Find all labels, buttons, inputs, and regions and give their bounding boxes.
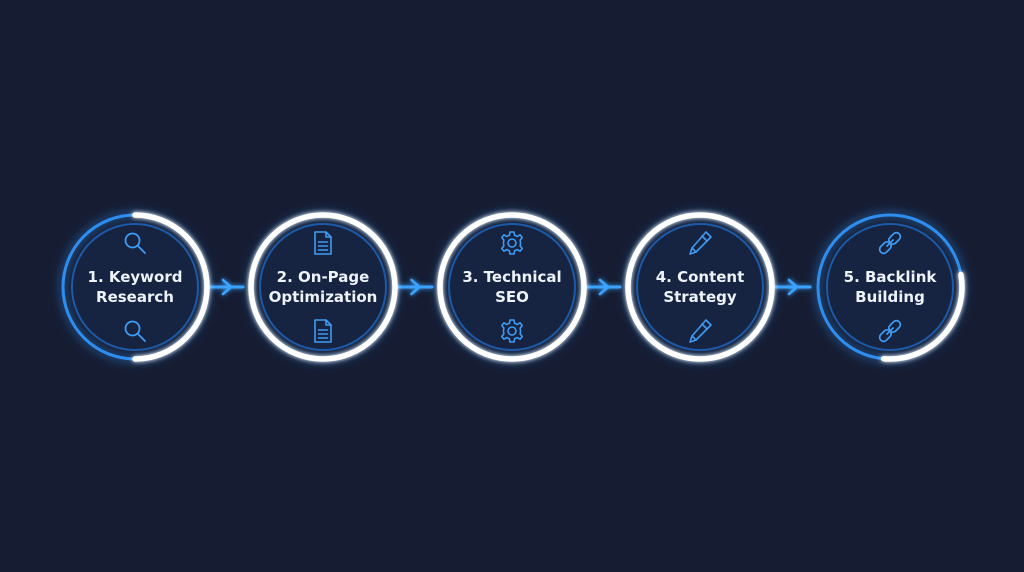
step-progress-arc bbox=[880, 271, 965, 362]
step-label-line-2: Building bbox=[855, 288, 925, 306]
step-progress-arc bbox=[437, 212, 587, 362]
step-label-line-1: 5. Backlink bbox=[844, 268, 938, 286]
step-ring-inner bbox=[448, 223, 576, 351]
step-ring-inner bbox=[636, 223, 764, 351]
connectors bbox=[207, 278, 812, 296]
step-progress-arc bbox=[625, 212, 775, 362]
arrow-right-icon bbox=[221, 278, 233, 296]
step-label-line-1: 3. Technical bbox=[462, 268, 561, 286]
arrow-right-icon bbox=[410, 278, 421, 296]
step-label-line-1: 1. Keyword bbox=[88, 268, 183, 286]
connector-arrow bbox=[395, 278, 434, 296]
arrow-right-icon bbox=[787, 278, 799, 296]
step-progress-arc bbox=[132, 212, 210, 362]
step-ring-inner bbox=[259, 223, 387, 351]
step-label-line-2: Optimization bbox=[269, 288, 378, 306]
step-ring-inner bbox=[71, 223, 199, 351]
step-label-line-2: Research bbox=[96, 288, 174, 306]
connector-arrow bbox=[584, 278, 622, 296]
step-label-line-2: Strategy bbox=[663, 288, 737, 306]
step-ring-inner bbox=[826, 223, 954, 351]
connector-arrow bbox=[772, 278, 812, 296]
step-label-line-1: 4. Content bbox=[656, 268, 745, 286]
step-label-line-2: SEO bbox=[495, 288, 529, 306]
step-label-line-1: 2. On-Page bbox=[277, 268, 370, 286]
connector-arrow bbox=[207, 278, 245, 296]
step-progress-arc bbox=[248, 212, 398, 362]
arrow-right-icon bbox=[598, 278, 610, 296]
